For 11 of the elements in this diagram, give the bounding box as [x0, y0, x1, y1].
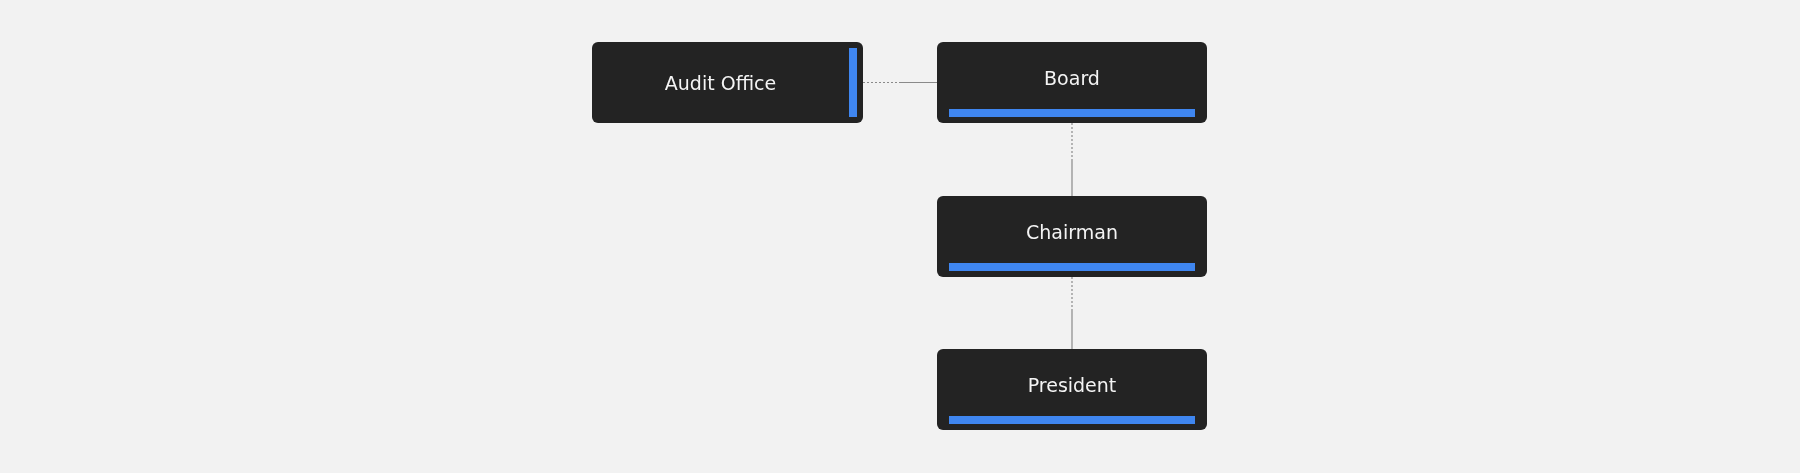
org-box: [937, 196, 1207, 277]
node-label: Audit Office: [664, 71, 777, 94]
node-label: President: [1027, 373, 1117, 396]
connector-line: [862, 81, 938, 84]
org-box: [937, 42, 1207, 123]
connector-line: [1071, 276, 1073, 350]
node-label: Board: [1044, 66, 1100, 89]
node-label: Chairman: [1026, 220, 1118, 243]
org-box: [592, 42, 863, 123]
connector-line: [1071, 122, 1073, 197]
org-box: [937, 349, 1207, 430]
